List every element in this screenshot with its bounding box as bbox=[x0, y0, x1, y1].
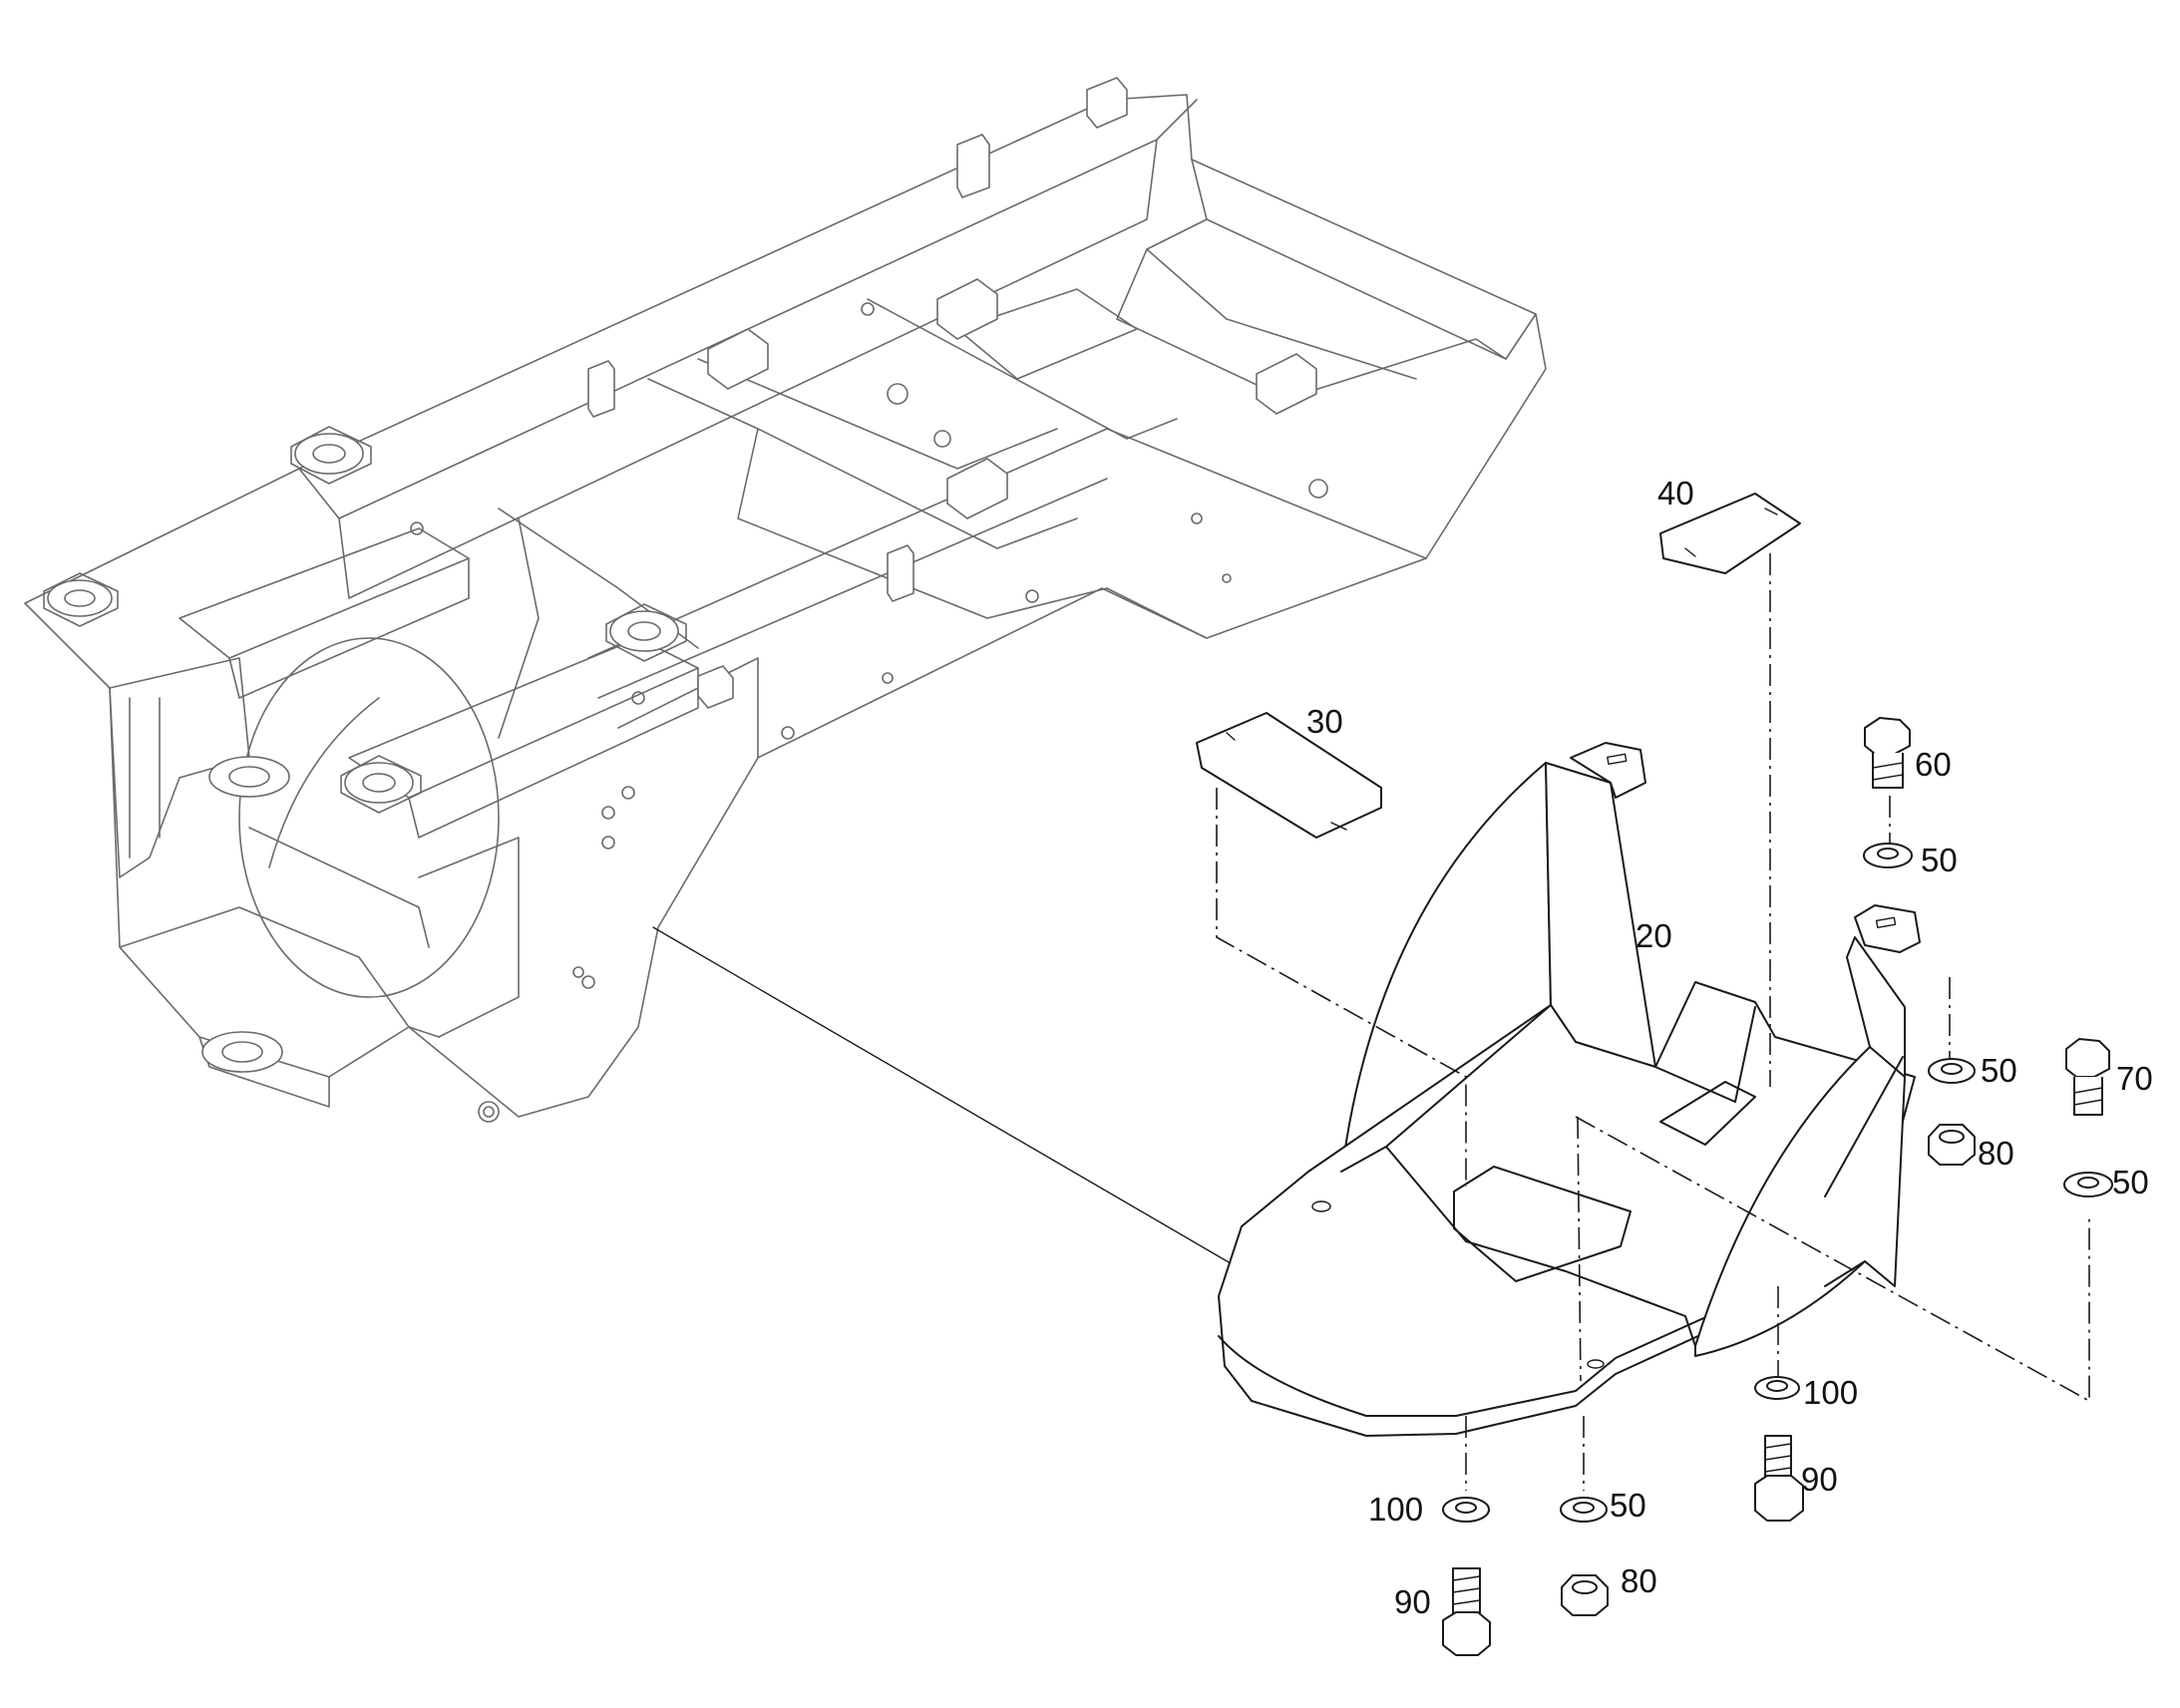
callout-80-bottom: 80 bbox=[1621, 1562, 1657, 1599]
washer-100-bottom bbox=[1442, 1497, 1490, 1523]
nut-80-bottom bbox=[1561, 1574, 1609, 1616]
callout-90-bottom: 90 bbox=[1394, 1583, 1431, 1620]
cover-plate-30 bbox=[1196, 712, 1382, 839]
bolt-90-right bbox=[1754, 1435, 1804, 1522]
callout-60: 60 bbox=[1915, 746, 1952, 783]
callout-30: 30 bbox=[1306, 703, 1343, 740]
washer-50-bottom bbox=[1560, 1497, 1608, 1523]
assembly-lines bbox=[1216, 553, 2090, 1491]
callout-40: 40 bbox=[1657, 475, 1694, 512]
callout-100-right: 100 bbox=[1803, 1374, 1858, 1411]
cover-plate-40 bbox=[1659, 493, 1801, 574]
callout-80-mid: 80 bbox=[1978, 1135, 2014, 1172]
washer-50-right bbox=[2063, 1172, 2113, 1197]
callout-70: 70 bbox=[2116, 1060, 2153, 1097]
guard-plate bbox=[1218, 742, 1921, 1437]
callout-90-right: 90 bbox=[1801, 1461, 1838, 1498]
chassis-frame bbox=[24, 77, 1547, 1123]
callout-50-bottom: 50 bbox=[1610, 1487, 1646, 1524]
callout-labels: 40 30 20 60 50 50 80 70 50 100 90 100 50… bbox=[1306, 475, 2153, 1620]
callout-50-top: 50 bbox=[1921, 842, 1958, 878]
callout-50-right: 50 bbox=[2112, 1164, 2149, 1200]
callout-20: 20 bbox=[1635, 917, 1672, 954]
bolt-70 bbox=[2065, 1038, 2110, 1116]
washer-50-mid bbox=[1928, 1058, 1976, 1084]
bolt-60 bbox=[1864, 717, 1911, 789]
callout-50-mid: 50 bbox=[1981, 1052, 2017, 1089]
washer-50-top bbox=[1863, 843, 1913, 868]
bolt-90-bottom bbox=[1442, 1567, 1491, 1656]
washer-100-right bbox=[1754, 1376, 1800, 1400]
nut-80-mid bbox=[1928, 1124, 1976, 1166]
callout-100-bottom: 100 bbox=[1368, 1491, 1423, 1528]
